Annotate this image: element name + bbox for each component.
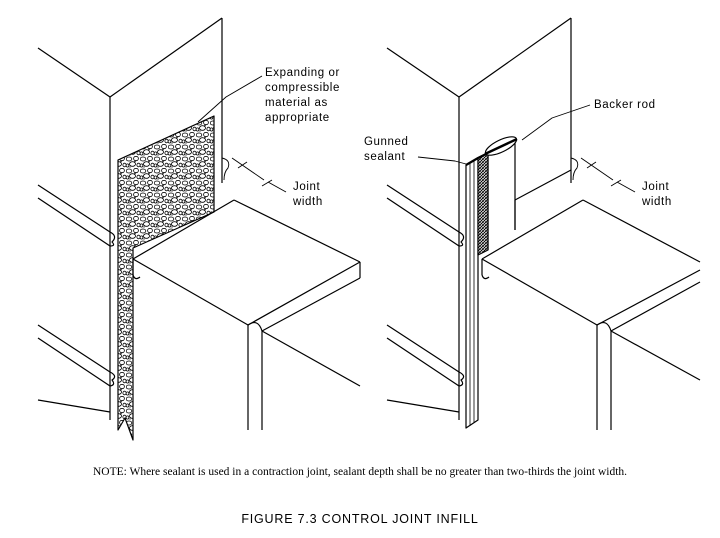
backer-leader <box>521 104 591 141</box>
material-label-line-4: appropriate <box>265 112 330 124</box>
material-label-line-1: Expanding or <box>265 67 340 79</box>
left-joint-detail <box>37 17 361 441</box>
compressible-infill <box>117 115 215 441</box>
gunned-sealant <box>465 152 489 429</box>
backer-rod-label: Backer rod <box>594 99 656 111</box>
sealant-label-line-2: sealant <box>364 151 405 163</box>
right-joint-dimension <box>570 157 636 193</box>
right-joint-detail <box>386 17 701 430</box>
left-joint-label-line-1: Joint <box>293 181 320 193</box>
left-front-block <box>132 199 361 430</box>
figure-caption: FIGURE 7.3 CONTROL JOINT INFILL <box>241 512 479 526</box>
left-joint-label-line-2: width <box>292 196 323 208</box>
left-joint-dimension <box>221 157 287 193</box>
material-leader <box>197 75 263 123</box>
material-label-line-3: material as <box>265 97 328 109</box>
sealant-leader <box>417 156 467 165</box>
right-front-block <box>481 199 701 430</box>
right-joint-label-line-2: width <box>641 196 672 208</box>
right-joint-label-line-1: Joint <box>642 181 669 193</box>
left-lower-courses <box>37 324 116 413</box>
figure-note: NOTE: Where sealant is used in a contrac… <box>92 466 628 478</box>
left-labels: Expanding or compressible material as ap… <box>265 67 340 208</box>
right-lower-courses <box>386 324 465 413</box>
sealant-label-line-1: Gunned <box>364 136 409 148</box>
left-upper-block <box>37 17 223 420</box>
material-label-line-2: compressible <box>265 82 340 94</box>
right-labels: Backer rod Gunned sealant Joint width <box>364 99 672 208</box>
backer-rod <box>484 136 518 250</box>
right-upper-block <box>386 17 572 420</box>
